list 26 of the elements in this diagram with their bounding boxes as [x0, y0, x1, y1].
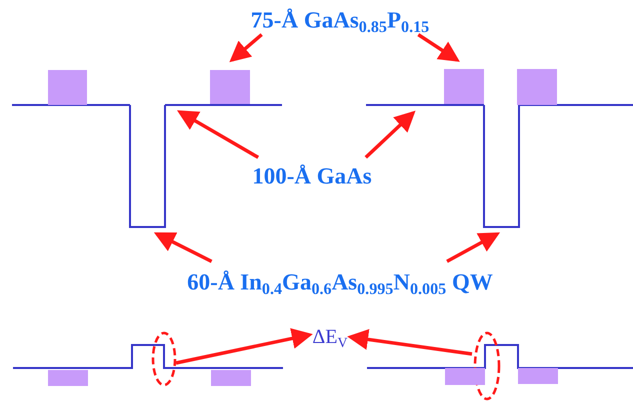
- quantum-well-line: [483, 105, 520, 228]
- leader-arrow: [229, 33, 263, 62]
- barrier-layer: [211, 370, 251, 386]
- offset-label: ΔE$_{V}$: [312, 326, 348, 348]
- leader-arrow: [446, 232, 500, 263]
- barrier-layer: [517, 69, 557, 105]
- barrier-layer: [445, 368, 485, 385]
- leader-arrow: [176, 328, 313, 365]
- layer-label: 60-Å In$_{0.4}$Ga$_{0.6}$As$_{0.995}$N$_{0.005}$ QW: [187, 269, 493, 295]
- barrier-layer: [48, 370, 88, 386]
- barrier-layer: [210, 70, 250, 105]
- leader-arrow: [364, 110, 416, 159]
- quantum-well-line: [129, 105, 166, 228]
- dashed-ellipse: [474, 332, 500, 400]
- leader-arrow: [417, 33, 460, 62]
- band-edge-line: [165, 104, 282, 106]
- layer-label: 75-Å GaAs$_{0.85}$P$_{0.15}$: [250, 7, 430, 33]
- dashed-ellipse: [152, 332, 176, 386]
- band-edge-line: [366, 104, 484, 106]
- leader-arrow: [176, 110, 260, 159]
- barrier-layer: [48, 70, 87, 105]
- barrier-layer: [444, 69, 484, 105]
- barrier-layer: [518, 368, 558, 384]
- layer-label: 100-Å GaAs: [252, 163, 372, 189]
- leader-arrow: [347, 329, 472, 356]
- leader-arrow: [154, 232, 212, 263]
